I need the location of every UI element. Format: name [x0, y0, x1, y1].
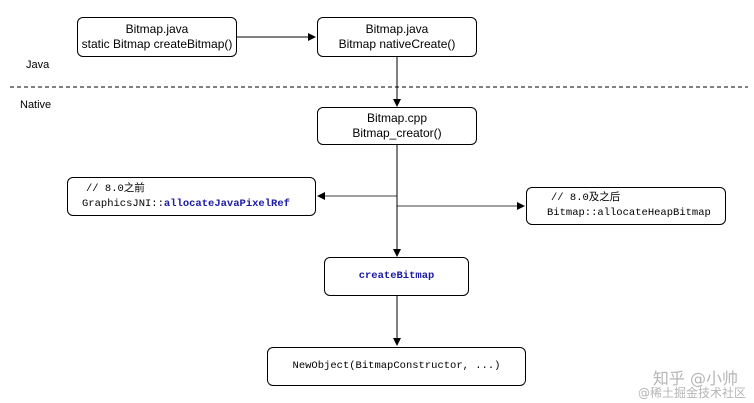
watermark-line-1: 知乎 @小帅 [652, 369, 738, 388]
box-line-1: Bitmap.java [365, 22, 429, 36]
watermark-line-2: @稀土掘金技术社区 [637, 386, 746, 400]
box-comment: // 8.0之前 [86, 182, 145, 195]
box-allocate-java-pixel-ref: // 8.0之前 GraphicsJNI::allocateJavaPixelR… [67, 177, 316, 216]
box-line-1: Bitmap.cpp [366, 111, 428, 125]
box-bitmap-java-native-create: Bitmap.java Bitmap nativeCreate() [317, 17, 477, 57]
box-code-line: GraphicsJNI::allocateJavaPixelRef [82, 197, 290, 212]
box-code-line: Bitmap::allocateHeapBitmap [547, 207, 711, 219]
box-line-2: Bitmap nativeCreate() [338, 37, 456, 51]
watermark: 知乎 @小帅 @稀土掘金技术社区 [638, 369, 746, 400]
box-line-2: Bitmap_creator() [352, 126, 442, 140]
box-bitmap-cpp-creator: Bitmap.cpp Bitmap_creator() [317, 107, 477, 145]
lane-label-java: Java [26, 59, 50, 71]
box-new-object: NewObject(BitmapConstructor, ...) [267, 347, 526, 386]
box-create-bitmap-native: createBitmap [324, 257, 469, 296]
lane-label-native: Native [20, 99, 52, 111]
box-label: createBitmap [358, 270, 435, 282]
box-line-2: static Bitmap createBitmap() [81, 37, 233, 51]
box-comment: // 8.0及之后 [551, 192, 621, 204]
box-allocate-heap-bitmap: // 8.0及之后 Bitmap::allocateHeapBitmap [526, 187, 726, 225]
box-label: NewObject(BitmapConstructor, ...) [292, 360, 501, 372]
box-bitmap-java-create-bitmap: Bitmap.java static Bitmap createBitmap() [77, 17, 237, 57]
box-line-1: Bitmap.java [125, 22, 189, 36]
code-function: allocateJavaPixelRef [163, 197, 290, 210]
code-prefix: GraphicsJNI:: [82, 197, 164, 210]
